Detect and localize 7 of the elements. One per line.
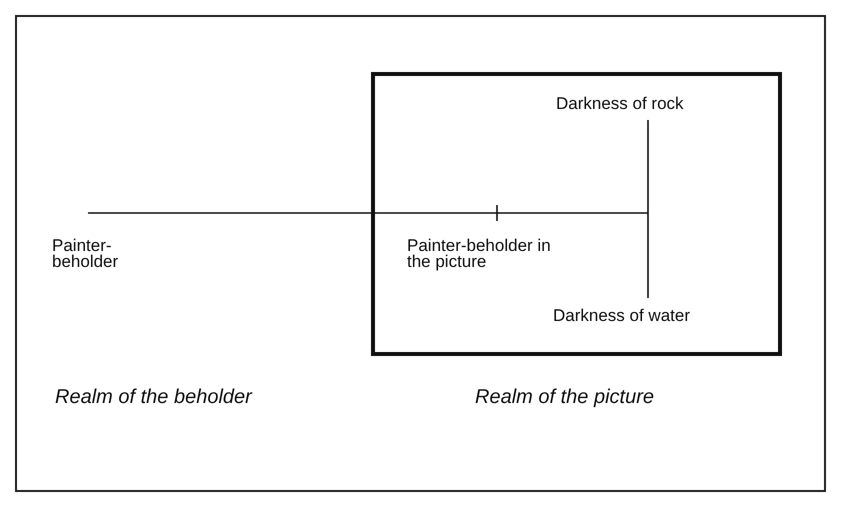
node-label: Painter-beholder — [52, 238, 130, 270]
node-label: Darkness of rock — [556, 96, 746, 112]
node-label: Darkness of water — [553, 308, 753, 324]
node-label: Painter-beholder in the picture — [407, 238, 557, 270]
region-label: Realm of the picture — [475, 386, 654, 409]
region-label: Realm of the beholder — [55, 386, 252, 409]
picture-frame-box — [371, 72, 782, 356]
